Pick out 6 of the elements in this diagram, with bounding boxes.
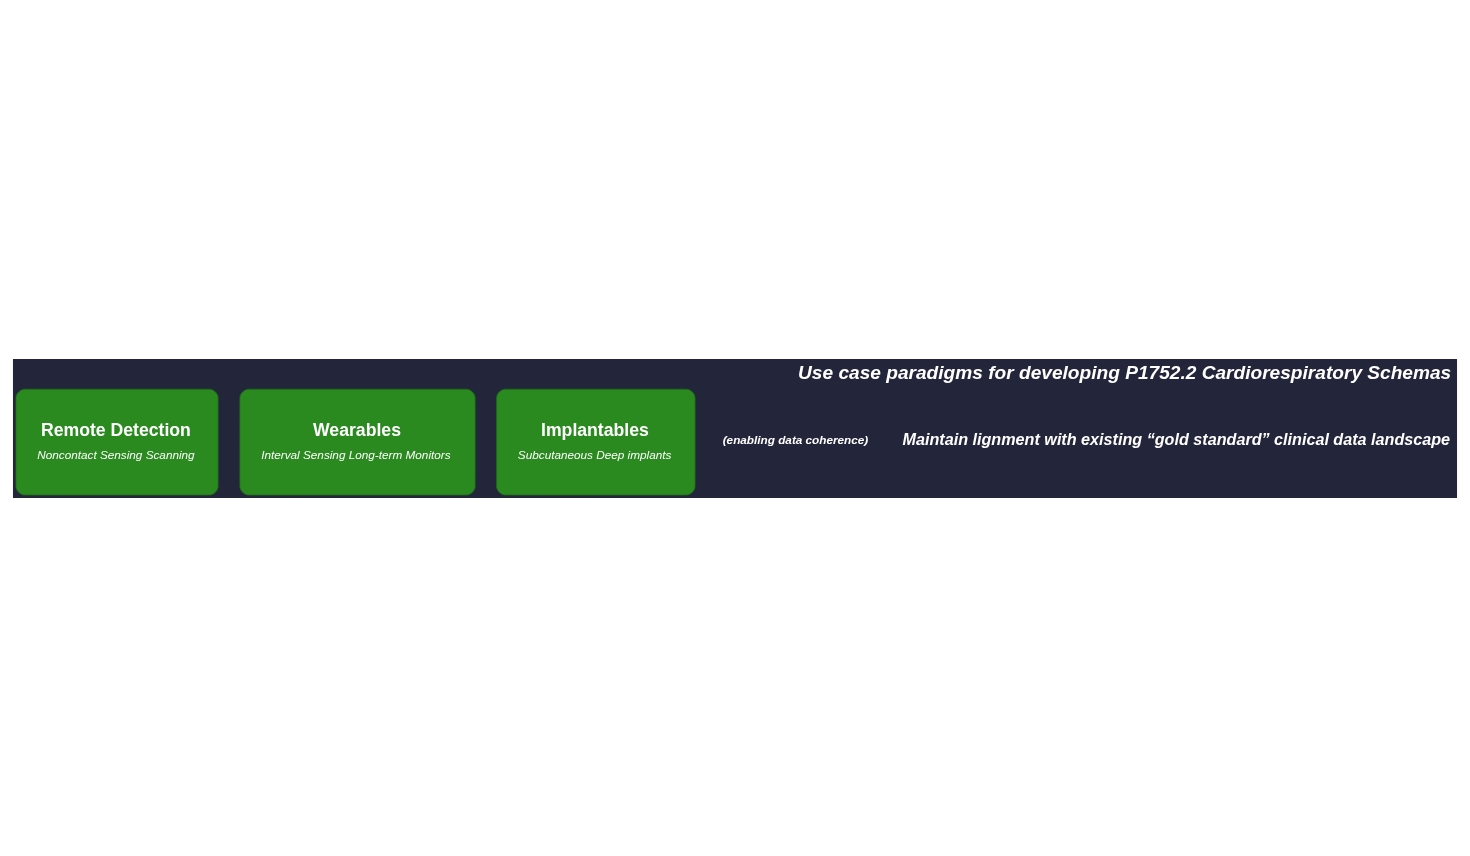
label: (enabling data coherence)	[722, 432, 869, 446]
node-box: Implantables Subcutaneous Deep implants	[496, 388, 696, 495]
diagram-title: Use case paradigms for developing P1752.2 Cardiorespiratory Schemas	[798, 361, 1452, 383]
node-box: Wearables Interval Sensing Long-term Monitors	[239, 388, 476, 495]
label: Maintain lignment with existing “gold standard” clinical data landscape	[902, 429, 1451, 448]
node-box: Remote Detection Noncontact Sensing Scanning	[15, 388, 219, 495]
